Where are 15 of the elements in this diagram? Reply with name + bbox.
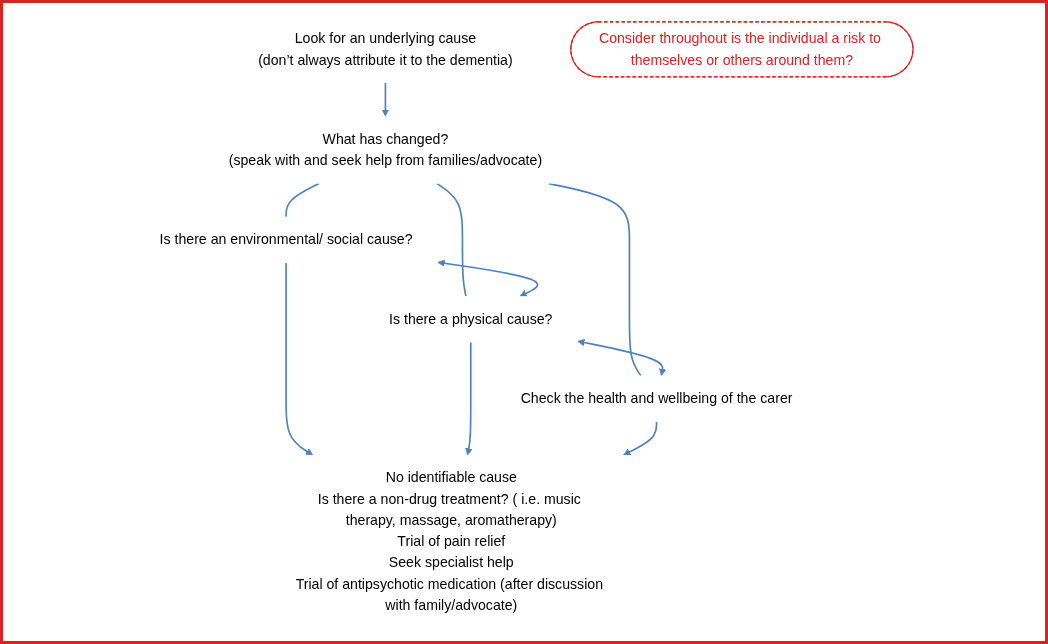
arrow: [285, 262, 314, 456]
connector: [548, 182, 642, 377]
node-text: Check the health and wellbeing of the carer: [520, 390, 793, 407]
node-text: No identifiable cause Is there a non-drug treatment? ( i.e. music therapy, massage, aromatherapy) Trial of pain relief Seek specialist help Trial of antipsychotic medication (after discussion with family/advocate): [295, 469, 604, 613]
connector: [436, 182, 467, 298]
node-text: Is there an environmental/ social cause?: [159, 231, 413, 248]
node-text: Is there a physical cause?: [389, 311, 553, 327]
node-text: What has changed? (speak with and seek help from families/advocate): [228, 131, 543, 169]
arrow: [437, 259, 539, 297]
connector: [285, 182, 320, 218]
node-text: Look for an underlying cause (don’t always attribute it to the dementia): [258, 30, 513, 68]
arrow: [465, 341, 473, 456]
arrow: [623, 420, 658, 456]
arrow: [577, 338, 667, 376]
arrow: [381, 82, 390, 117]
